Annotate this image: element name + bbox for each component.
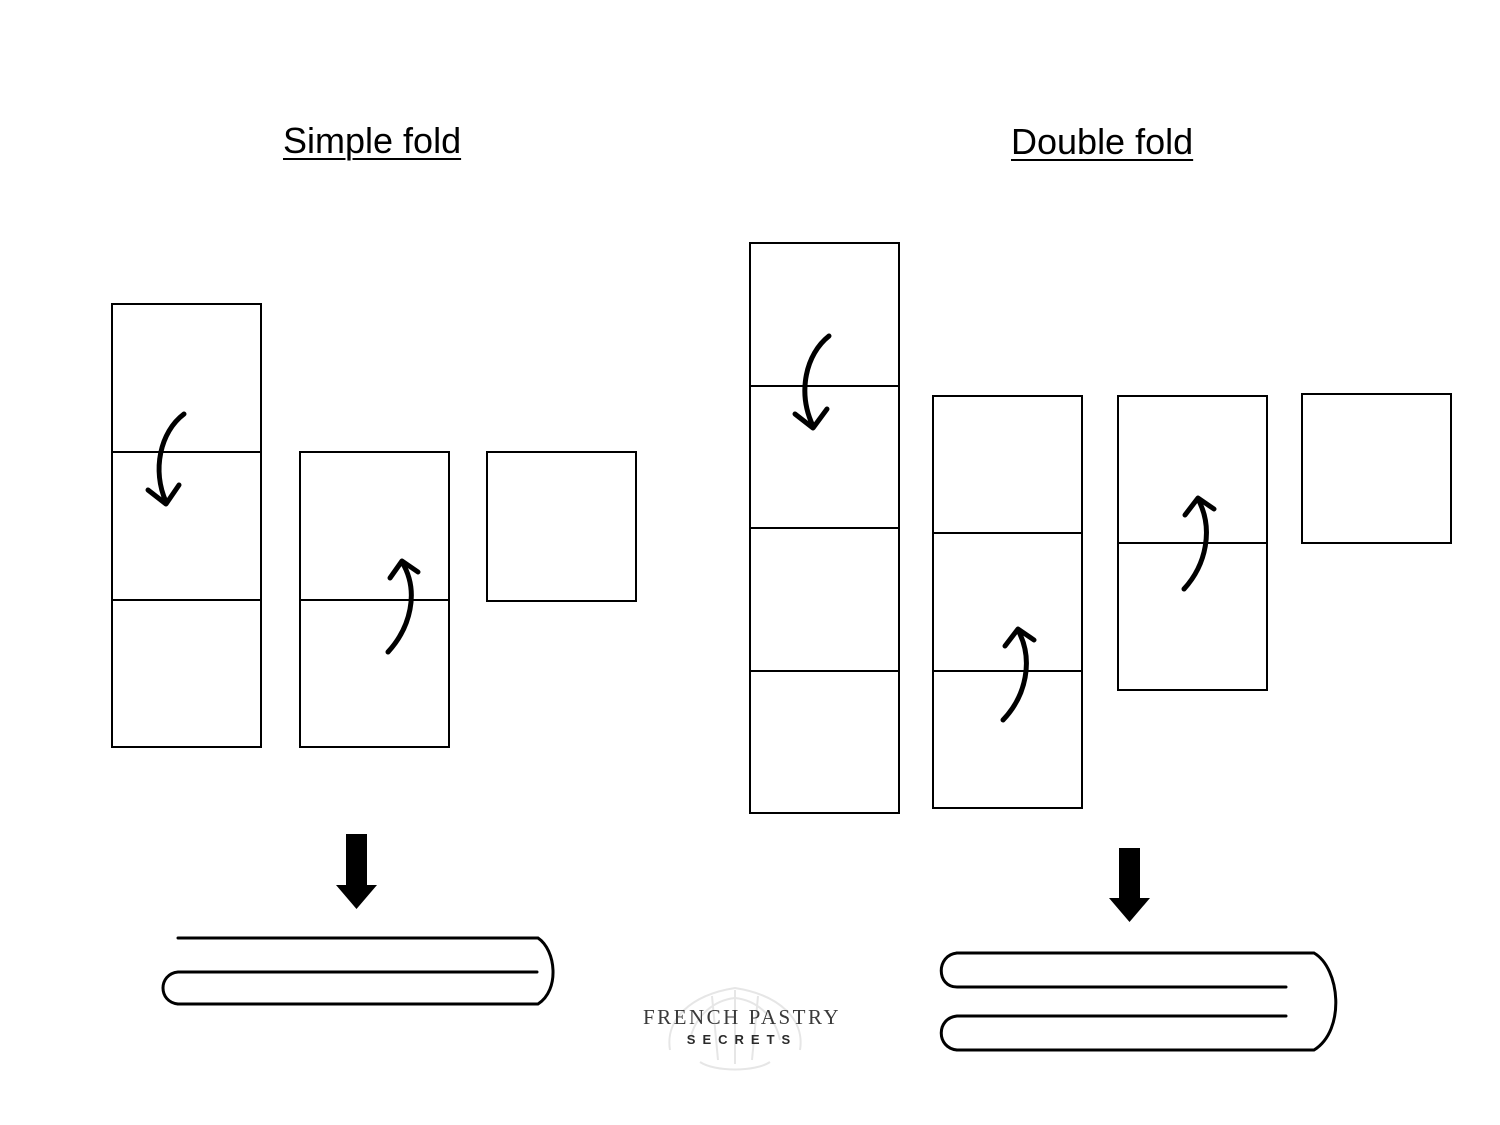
- dough-panel-middle: [111, 451, 262, 601]
- double-fold-step-2: [932, 395, 1083, 809]
- simple-fold-step-3-panel: [486, 451, 637, 602]
- dough-panel: [932, 395, 1083, 534]
- dough-panel: [932, 670, 1083, 809]
- dough-panel: [749, 670, 900, 814]
- double-fold-title: Double fold: [1011, 121, 1194, 162]
- dough-panel-top: [111, 303, 262, 453]
- dough-panel: [1117, 395, 1268, 544]
- curved-arrow-icon: [792, 333, 832, 431]
- simple-fold-title: Simple fold: [283, 120, 462, 161]
- dough-panel-bottom: [111, 599, 262, 748]
- logo-text-french-pastry: FRENCH PASTRY: [642, 1005, 842, 1029]
- double-fold-step-3: [1117, 395, 1268, 691]
- curved-arrow-icon: [385, 558, 421, 655]
- double-fold-step-4-panel: [1301, 393, 1452, 544]
- down-arrow-icon: [336, 834, 377, 909]
- simple-fold-group: [111, 303, 637, 748]
- dough-panel: [749, 385, 900, 529]
- dough-panel: [749, 242, 900, 387]
- double-fold-result-layers: [939, 951, 1338, 1052]
- simple-fold-step-2: [299, 451, 450, 748]
- logo-text-secrets: SECRETS: [686, 1032, 798, 1047]
- curved-arrow-icon: [1000, 626, 1037, 723]
- croissant-icon: [668, 986, 802, 1071]
- dough-panel: [1117, 542, 1268, 691]
- simple-fold-result-layers: [161, 936, 555, 1006]
- dough-panel-top: [299, 451, 450, 601]
- dough-panel: [932, 532, 1083, 672]
- dough-panel: [749, 527, 900, 672]
- down-arrow-icon: [1109, 848, 1150, 922]
- curved-arrow-icon: [145, 411, 187, 507]
- simple-fold-step-1: [111, 303, 262, 748]
- dough-panel-bottom: [299, 599, 450, 748]
- curved-arrow-icon: [1181, 495, 1217, 592]
- double-fold-group: [749, 242, 1452, 814]
- double-fold-step-1: [749, 242, 900, 814]
